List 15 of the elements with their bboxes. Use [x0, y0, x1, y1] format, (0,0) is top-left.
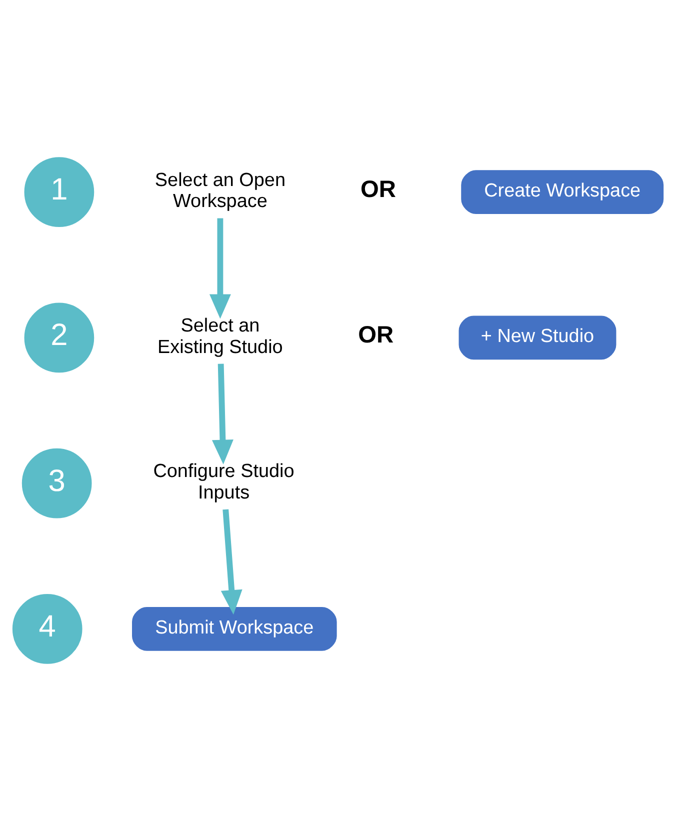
node-box: + New Studio — [458, 316, 616, 360]
node-circle: 1 — [24, 157, 94, 227]
node-text: Select an Open Workspace — [154, 170, 286, 212]
label: OR — [358, 322, 394, 348]
node-circle: 3 — [22, 448, 92, 518]
node-box: Create Workspace — [461, 170, 664, 214]
arrow — [209, 218, 231, 319]
label: OR — [360, 176, 396, 203]
arrow — [212, 364, 234, 464]
arrow — [220, 509, 242, 615]
node-text: Configure Studio Inputs — [153, 461, 294, 504]
node-box: Submit Workspace — [132, 607, 337, 651]
node-circle: 2 — [24, 302, 94, 373]
node-circle: 4 — [12, 594, 82, 664]
node-text: Select an Existing Studio — [158, 316, 283, 358]
